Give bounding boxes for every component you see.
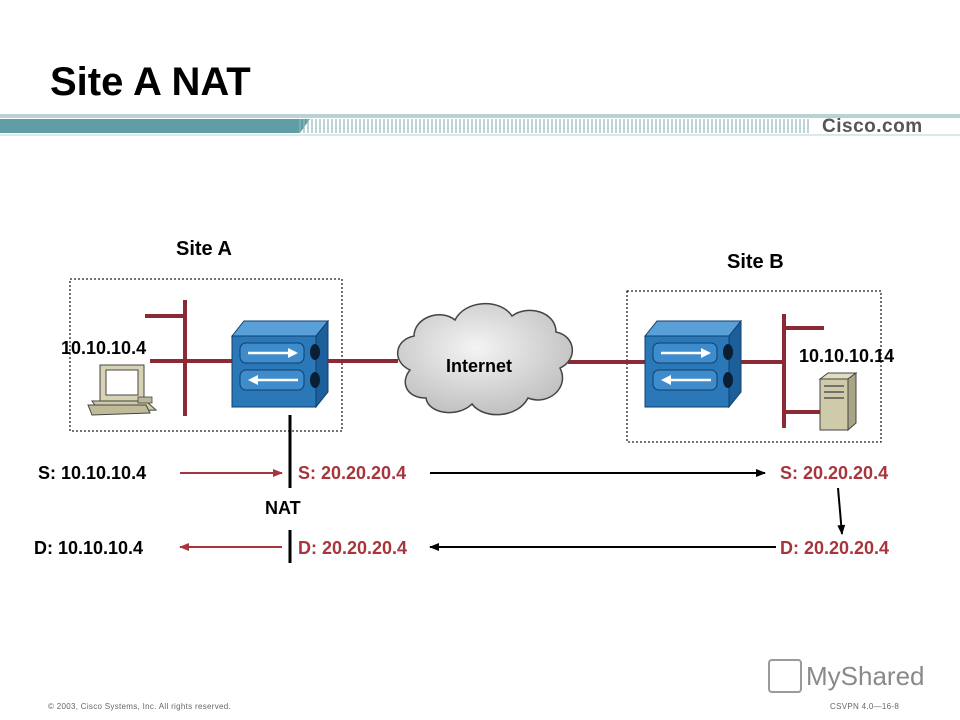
internet-cloud-icon xyxy=(397,302,574,416)
watermark-icon xyxy=(768,659,802,693)
site-b-boundary xyxy=(626,290,882,443)
host-a-ip: 10.10.10.4 xyxy=(61,338,147,358)
site-a-lan xyxy=(145,300,240,416)
nat-label: NAT xyxy=(265,498,301,518)
pc-icon xyxy=(87,364,158,416)
host-b-ip: 10.10.10.14 xyxy=(799,346,895,366)
internet-label: Internet xyxy=(446,356,513,376)
arrow-remote-return xyxy=(837,487,846,535)
site-a-label: Site A xyxy=(176,238,232,260)
footer-course-code: CSVPN 4.0—16-8 xyxy=(830,702,900,711)
dst-outside-label: D: 20.20.20.4 xyxy=(298,538,408,558)
site-b-lan xyxy=(741,314,824,428)
src-remote-label: S: 20.20.20.4 xyxy=(780,463,889,483)
header-banner xyxy=(0,114,960,136)
site-b-label: Site B xyxy=(727,251,784,273)
router-b-icon xyxy=(643,319,743,409)
page-title: Site A NAT xyxy=(50,60,251,104)
src-inside-label: S: 10.10.10.4 xyxy=(38,463,147,483)
site-a-boundary xyxy=(69,278,343,432)
src-outside-label: S: 20.20.20.4 xyxy=(298,463,407,483)
brand-logo: Cisco.com xyxy=(822,116,923,137)
watermark-text: MyShared xyxy=(806,661,925,691)
watermark-logo: MyShared xyxy=(768,659,925,693)
dst-inside-label: D: 10.10.10.4 xyxy=(34,538,144,558)
server-icon xyxy=(818,372,858,432)
footer-copyright: © 2003, Cisco Systems, Inc. All rights r… xyxy=(48,702,232,711)
router-a-icon xyxy=(230,319,330,409)
dst-remote-label: D: 20.20.20.4 xyxy=(780,538,890,558)
